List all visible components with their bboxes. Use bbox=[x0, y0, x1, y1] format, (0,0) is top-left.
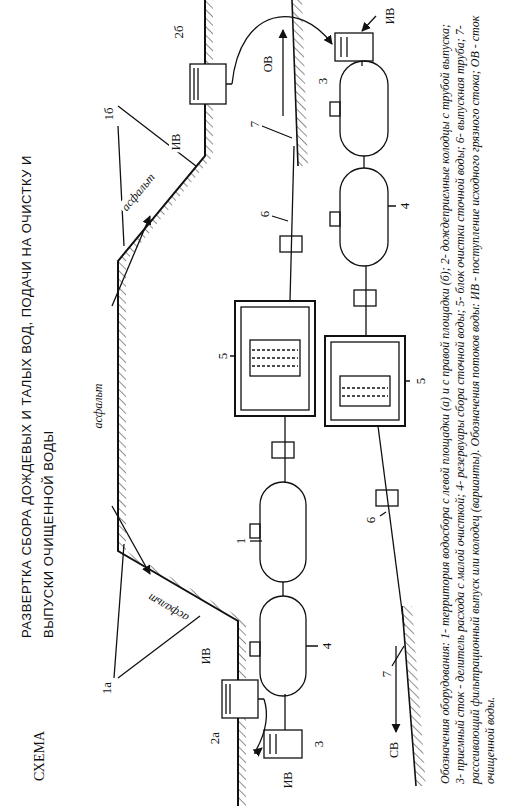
callout-number: 4 bbox=[397, 201, 412, 212]
callout-number: 2б bbox=[171, 23, 186, 40]
diagram-title: РАЗВЕРТКА СБОРА ДОЖДЕВЫХ И ТАЛЫХ ВОД, ПО… bbox=[16, 148, 60, 638]
flow-label: ИВ bbox=[281, 770, 295, 791]
legend-caption: Обозначения оборудования: 1- территория … bbox=[438, 14, 498, 784]
flow-label: асфальт bbox=[117, 169, 159, 215]
callout-number: 1 bbox=[233, 536, 248, 547]
flow-label: асфальт bbox=[91, 382, 105, 431]
callout-number: 6 bbox=[257, 209, 272, 220]
flow-label: ИВ bbox=[383, 6, 397, 27]
flow-label: СВ bbox=[387, 740, 401, 760]
callout-number: 4 bbox=[319, 641, 334, 652]
callout-number: 3 bbox=[311, 739, 326, 750]
flow-label: ИВ bbox=[169, 132, 183, 153]
callout-number: 1а bbox=[99, 680, 114, 696]
callout-number: 7 bbox=[379, 669, 394, 680]
callout-number: 5 bbox=[215, 351, 230, 362]
callout-number: 1б bbox=[101, 105, 116, 122]
callout-number: 2а bbox=[207, 730, 222, 746]
callout-number: 5 bbox=[413, 376, 428, 387]
callout-number: 3 bbox=[315, 76, 330, 87]
flow-label: СХЕМА bbox=[32, 729, 48, 783]
flow-label: ИВ bbox=[199, 646, 213, 667]
callout-number: 6 bbox=[363, 515, 378, 526]
callout-number: 7 bbox=[247, 119, 262, 130]
flow-label: асфальт bbox=[143, 590, 192, 626]
flow-label: ОВ bbox=[261, 54, 275, 75]
